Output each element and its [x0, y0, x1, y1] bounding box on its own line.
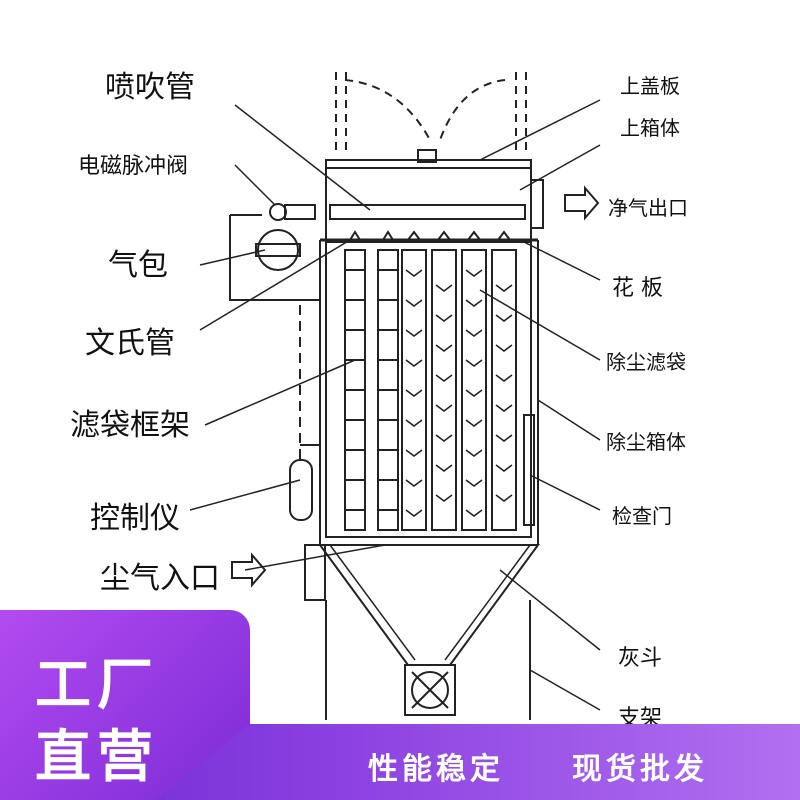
label-upper-box: 上箱体: [620, 116, 680, 140]
inspection-door: [523, 414, 535, 526]
label-dust-inlet: 尘气入口: [100, 561, 220, 596]
label-top-cover: 上盖板: [620, 74, 680, 98]
filter-bag: [461, 249, 487, 531]
badge-line-2: 直营: [35, 725, 159, 790]
label-filter-bag: 除尘滤袋: [606, 350, 686, 374]
badge-line-1: 工厂: [35, 653, 159, 718]
outlet-flange: [530, 179, 544, 229]
dust-box: [325, 241, 532, 538]
label-ash-hopper: 灰斗: [618, 646, 663, 671]
ash-hopper: [318, 544, 540, 666]
label-air-tank: 气包: [108, 248, 168, 283]
slogan-wholesale: 现货批发: [572, 752, 708, 787]
label-blow-pipe: 喷吹管: [105, 70, 195, 105]
label-clean-outlet: 净气出口: [608, 196, 688, 220]
slogan-stable: 性能稳定: [368, 752, 504, 787]
filter-bag: [431, 249, 457, 531]
label-bag-frame: 滤袋框架: [70, 408, 190, 443]
filter-bag: [401, 249, 427, 531]
label-controller: 控制仪: [90, 501, 180, 536]
label-venturi: 文氏管: [85, 326, 175, 361]
blow-pipe: [329, 204, 526, 220]
label-inspection-door: 检查门: [612, 504, 672, 528]
controller: [289, 459, 313, 521]
filter-bag: [491, 249, 517, 531]
label-pulse-valve: 电磁脉冲阀: [78, 154, 189, 179]
label-dust-box: 除尘箱体: [606, 430, 686, 454]
label-tube-sheet: 花 板: [612, 276, 663, 301]
air-tank: [257, 229, 299, 271]
dust-inlet: [304, 544, 326, 601]
support-leg: [325, 600, 531, 720]
